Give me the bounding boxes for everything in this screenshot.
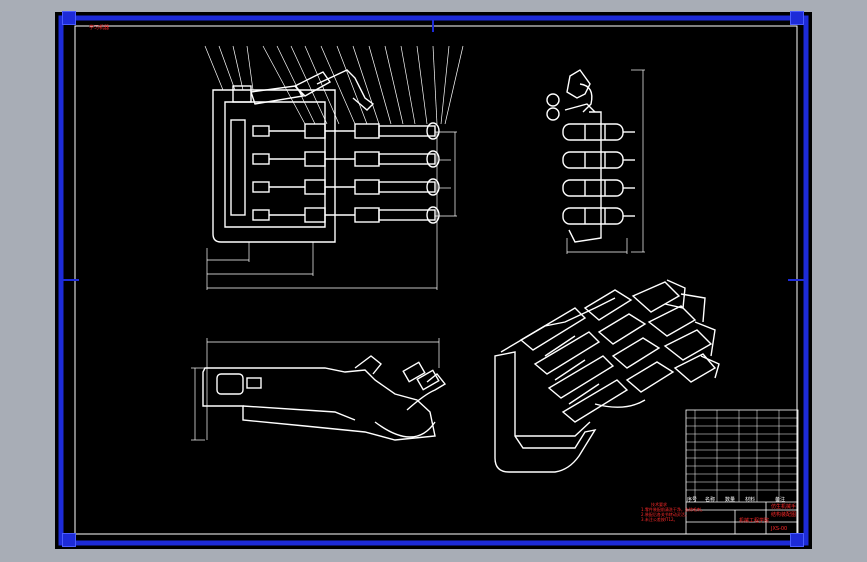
- top-view: [191, 338, 447, 441]
- parts-header-material: 材料: [745, 497, 756, 503]
- corner-handle-bottom-right[interactable]: [790, 533, 804, 547]
- title-line2: 结构装配图: [771, 512, 797, 518]
- front-view: [204, 45, 464, 290]
- note-line: 2.装配后各关节转动灵活。: [641, 512, 689, 517]
- parts-header-qty: 数量: [725, 497, 736, 503]
- top-left-tag: 学习机器: [89, 25, 110, 31]
- school-name: 机械工程学院: [739, 518, 770, 524]
- title-line1: 仿生机械手: [771, 504, 797, 510]
- corner-handle-top-right[interactable]: [790, 11, 804, 25]
- drawing-number: JXS-00: [771, 526, 788, 532]
- corner-handle-top-left[interactable]: [62, 11, 76, 25]
- outer-frame: [58, 15, 809, 546]
- parts-header-no: 序号: [687, 497, 698, 503]
- cad-drawing: [58, 15, 809, 546]
- technical-notes: 技术要求 1.零件装配前清洗干净，去除毛刺。 2.装配后各关节转动灵活。 3.未…: [641, 502, 731, 522]
- isometric-view: [494, 279, 720, 473]
- corner-handle-bottom-left[interactable]: [62, 533, 76, 547]
- parts-header-remark: 备注: [775, 497, 786, 503]
- note-line: 1.零件装配前清洗干净，去除毛刺。: [641, 507, 705, 512]
- title-block: [685, 409, 799, 535]
- note-line: 3.未注公差按IT12。: [641, 517, 678, 522]
- parts-header-name: 名称: [705, 497, 716, 503]
- notes-title: 技术要求: [651, 502, 667, 507]
- drawing-sheet: 学习机器 技术要求 1.零件装配前清洗干净，去除毛刺。 2.装配后各关节转动灵活…: [55, 12, 812, 549]
- side-view: [546, 69, 645, 254]
